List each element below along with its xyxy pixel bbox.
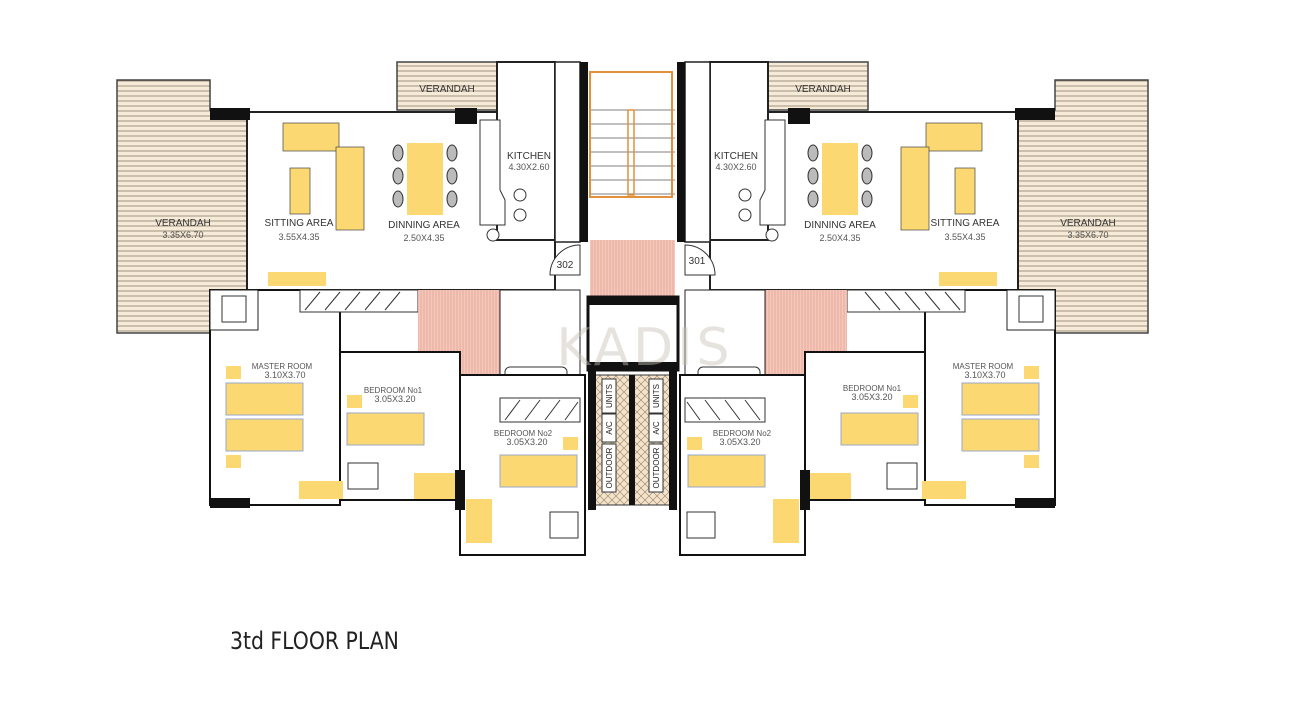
dim-bed1: 3.05X3.20	[374, 394, 415, 404]
label-verandah-small: VERANDAH	[419, 84, 475, 95]
dim-bed2: 3.05X3.20	[719, 437, 760, 447]
right-unit-labels: VERANDAH 3.35X6.70 VERANDAH SITTING AREA…	[689, 84, 1116, 447]
label-outdoor: OUTDOOR	[652, 447, 661, 488]
plan-title: 3td FLOOR PLAN	[230, 627, 399, 655]
label-sitting: SITTING AREA	[931, 218, 1000, 229]
stair-rail	[627, 109, 635, 196]
label-verandah-big: VERANDAH	[155, 218, 211, 229]
left-unit-plan	[116, 61, 634, 556]
shaft-labels: UNITS A/C OUTDOOR UNITS A/C OUTDOOR	[601, 378, 664, 493]
unit-number-302: 302	[557, 260, 574, 271]
label-ac: A/C	[605, 421, 614, 435]
dim-sitting: 3.55X4.35	[944, 232, 985, 242]
label-bed1: BEDROOM No1	[364, 386, 423, 395]
dim-kitchen: 4.30X2.60	[715, 162, 756, 172]
label-dining: DINNING AREA	[388, 220, 460, 231]
watermark: KADIS	[556, 318, 733, 378]
dim-kitchen: 4.30X2.60	[508, 162, 549, 172]
dim-verandah-big: 3.35X6.70	[1067, 230, 1108, 240]
dim-master: 3.10X3.70	[964, 370, 1005, 380]
left-unit-labels: VERANDAH 3.35X6.70 VERANDAH SITTING AREA…	[155, 84, 574, 447]
label-units: UNITS	[605, 384, 614, 408]
label-master: MASTER ROOM	[252, 362, 313, 371]
label-verandah-small: VERANDAH	[795, 84, 851, 95]
dim-dining: 2.50X4.35	[403, 233, 444, 243]
dim-bed1: 3.05X3.20	[851, 392, 892, 402]
label-bed1: BEDROOM No1	[843, 384, 902, 393]
dim-dining: 2.50X4.35	[819, 233, 860, 243]
dim-bed2: 3.05X3.20	[506, 437, 547, 447]
label-verandah-big: VERANDAH	[1060, 218, 1116, 229]
label-kitchen: KITCHEN	[714, 151, 758, 162]
label-units: UNITS	[652, 384, 661, 408]
dim-sitting: 3.55X4.35	[278, 232, 319, 242]
label-bed2: BEDROOM No2	[494, 429, 553, 438]
dim-master: 3.10X3.70	[264, 370, 305, 380]
label-sitting: SITTING AREA	[265, 218, 334, 229]
label-outdoor: OUTDOOR	[605, 447, 614, 488]
label-dining: DINNING AREA	[804, 220, 876, 231]
right-unit-plan	[631, 61, 1149, 556]
unit-number-301: 301	[689, 256, 706, 267]
label-master: MASTER ROOM	[953, 362, 1014, 371]
staircase	[589, 71, 673, 198]
label-bed2: BEDROOM No2	[713, 429, 772, 438]
label-ac: A/C	[652, 421, 661, 435]
elevator	[586, 295, 680, 372]
dim-verandah-big: 3.35X6.70	[162, 230, 203, 240]
label-kitchen: KITCHEN	[507, 151, 551, 162]
